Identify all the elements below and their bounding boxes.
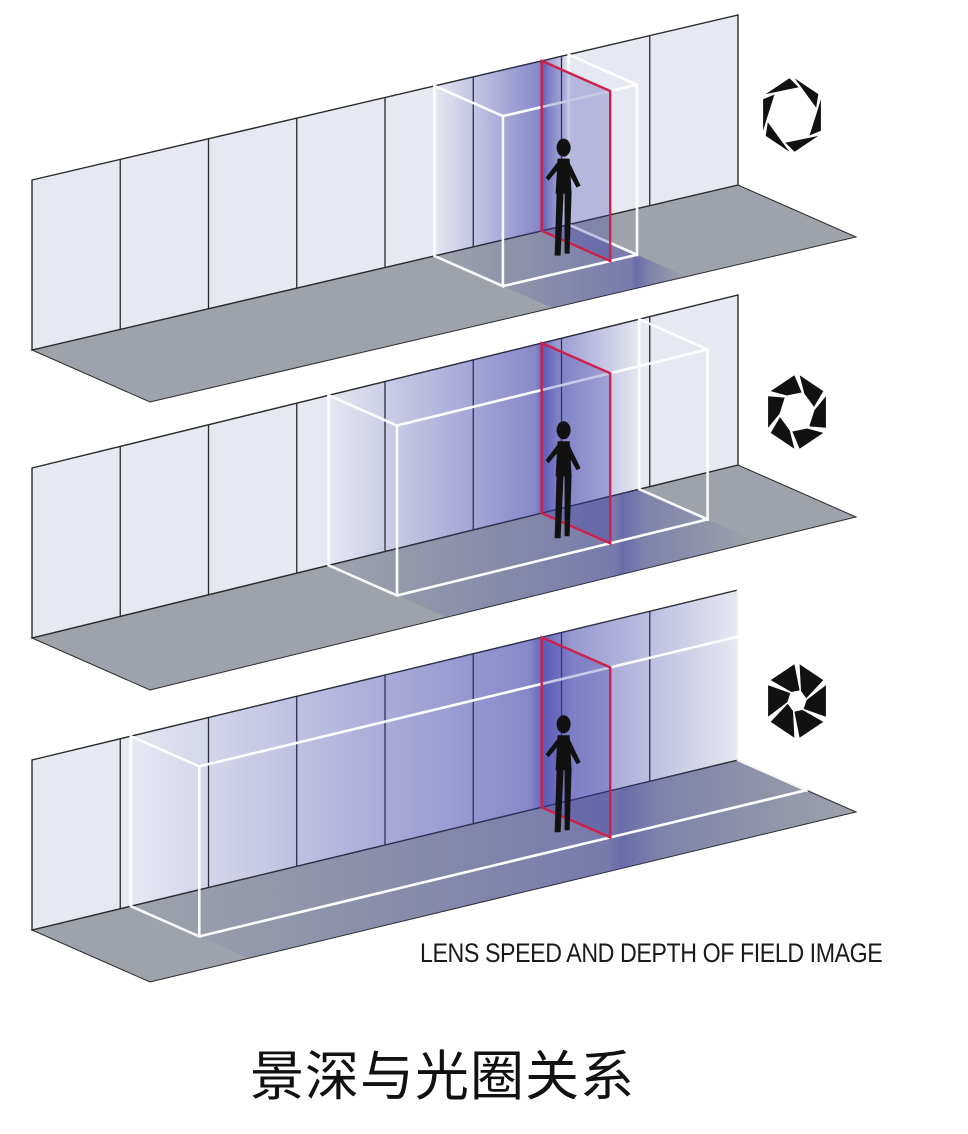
person-right-arm — [566, 737, 581, 765]
aperture-icon-medium-aperture — [768, 375, 826, 449]
aperture-blade — [770, 375, 802, 396]
dof-box-bottom-edge — [198, 788, 807, 938]
person-head — [556, 138, 571, 157]
person-right-arm — [566, 160, 581, 188]
aperture-blade — [765, 78, 799, 95]
person-left-arm — [545, 737, 560, 758]
dof-tint-wall — [434, 54, 569, 256]
aperture-icon-large-aperture — [768, 664, 826, 738]
aperture-blade — [794, 710, 824, 738]
person-right-leg — [564, 475, 572, 537]
aperture-icon-small-aperture — [763, 78, 821, 152]
panel-small-aperture — [30, 14, 858, 403]
dof-tint-wall — [130, 590, 739, 907]
person-right-leg — [564, 769, 572, 831]
dof-box-top-edge — [502, 83, 638, 118]
aperture-blade — [794, 78, 819, 108]
dof-box-top-edge — [396, 348, 708, 427]
person-silhouette — [545, 715, 581, 833]
person-silhouette — [545, 421, 581, 539]
dof-box-bottom-edge — [502, 253, 638, 288]
aperture-blade — [770, 664, 800, 692]
person-left-leg — [554, 192, 564, 256]
person-left-leg — [554, 769, 564, 833]
aperture-blade — [768, 685, 791, 717]
aperture-blade — [770, 703, 795, 738]
dof-box-top-edge — [198, 618, 807, 768]
aperture-blade — [792, 428, 824, 449]
person-left-leg — [554, 475, 564, 539]
aperture-blade — [799, 375, 824, 407]
person-silhouette — [545, 138, 581, 256]
focus-plane — [540, 341, 612, 546]
focus-plane — [540, 635, 612, 840]
person-head — [556, 715, 571, 734]
aperture-blade — [809, 396, 826, 428]
person-right-arm — [566, 443, 581, 471]
panel-medium-aperture — [30, 294, 858, 691]
aperture-blade — [770, 417, 795, 449]
aperture-blade — [803, 685, 826, 717]
aperture-icons-layer — [763, 78, 826, 738]
aperture-blade — [768, 396, 785, 428]
panels-layer — [30, 14, 858, 983]
aperture-blade — [785, 135, 819, 152]
dof-box-bottom-edge — [396, 518, 708, 597]
chinese-caption: 景深与光圈关系 — [250, 1045, 635, 1108]
person-head — [556, 421, 571, 440]
person-left-arm — [545, 160, 560, 181]
dof-tint-floor — [434, 224, 687, 308]
person-left-arm — [545, 443, 560, 464]
aperture-blade — [809, 99, 821, 136]
aperture-blade — [765, 122, 790, 152]
aperture-blade — [763, 94, 775, 131]
focus-plane — [540, 59, 612, 263]
english-caption: LENS SPEED AND DEPTH OF FIELD IMAGE — [420, 938, 883, 968]
person-right-leg — [564, 192, 572, 254]
aperture-blade — [799, 664, 824, 699]
panel-large-aperture — [30, 588, 858, 983]
